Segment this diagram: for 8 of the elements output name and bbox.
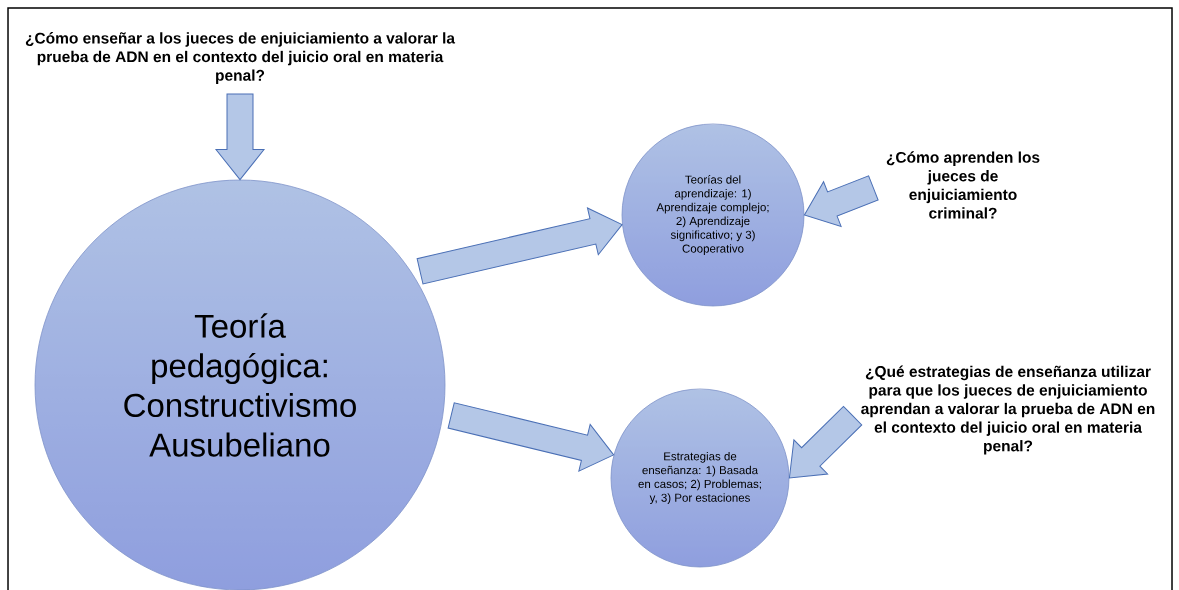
question-text: ¿Cómo aprenden los jueces de enjuiciamiento criminal? xyxy=(886,151,1040,219)
block-arrow xyxy=(416,207,623,285)
question-text: ¿Cómo enseñar a los jueces de enjuiciamiento a valorar la prueba de ADN en el contexto del juicio oral en materia penal? xyxy=(25,32,456,84)
question-text: ¿Qué estrategias de enseñanza utilizar para que los jueces de enjuiciamiento aprendan a valorar la prueba de ADN en el contexto del juicio oral en materia penal? xyxy=(861,365,1155,455)
block-arrow xyxy=(447,402,615,472)
block-arrow xyxy=(788,405,863,479)
block-arrow xyxy=(803,175,879,227)
block-arrow xyxy=(215,93,265,181)
